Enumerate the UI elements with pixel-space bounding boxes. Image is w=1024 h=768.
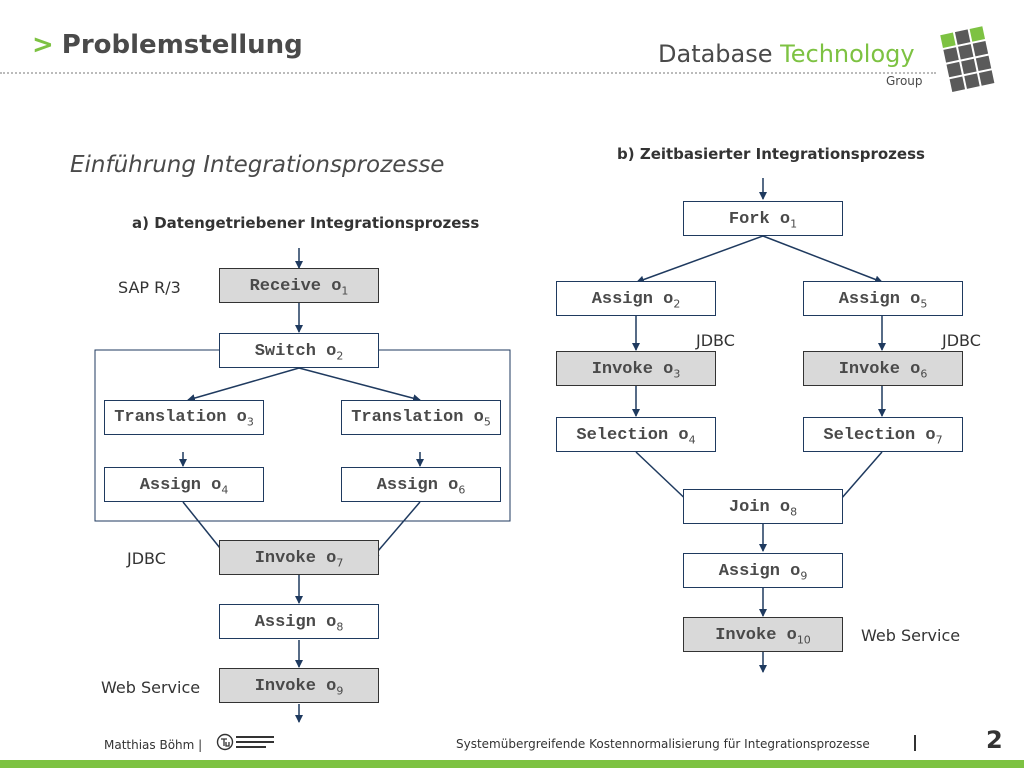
- node-subscript: 6: [920, 367, 928, 381]
- node-subscript: 10: [796, 633, 811, 647]
- logo-subtext: Group: [886, 74, 923, 88]
- node-label: Assign o: [838, 290, 921, 309]
- node-translation-o5: Translation o5: [341, 400, 501, 435]
- node-subscript: 8: [336, 620, 344, 634]
- node-assign-o8: Assign o8: [219, 604, 379, 639]
- node-subscript: 7: [336, 556, 344, 570]
- logo-word-technology: Technology: [780, 40, 915, 68]
- node-subscript: 4: [221, 483, 229, 497]
- node-subscript: 5: [920, 297, 928, 311]
- node-join-o8: Join o8: [683, 489, 843, 524]
- node-label: Assign o: [718, 562, 801, 581]
- header-divider: [0, 72, 936, 74]
- note-jdbc-b-right: JDBC: [942, 331, 981, 350]
- node-invoke-o7: Invoke o7: [219, 540, 379, 575]
- node-label: Selection o: [823, 426, 936, 445]
- footer-author: Matthias Böhm |: [104, 738, 203, 752]
- logo-word-database: Database: [658, 40, 773, 68]
- node-subscript: 2: [673, 297, 681, 311]
- node-selection-o4: Selection o4: [556, 417, 716, 452]
- node-label: Join o: [728, 498, 791, 517]
- node-label: Assign o: [139, 476, 222, 495]
- diagram-b-title: b) Zeitbasierter Integrationsprozess: [617, 145, 925, 163]
- tu-dresden-logo-icon: [216, 733, 274, 751]
- node-label: Assign o: [591, 290, 674, 309]
- node-invoke-o10: Invoke o10: [683, 617, 843, 652]
- logo-text: Database Technology: [658, 40, 915, 68]
- title-chevron-icon: >: [32, 30, 54, 60]
- arrow-switch-translation5: [298, 367, 421, 403]
- node-subscript: 3: [246, 415, 254, 429]
- node-label: Invoke o: [254, 677, 337, 696]
- note-webservice-b: Web Service: [861, 626, 961, 645]
- note-jdbc-b-left: JDBC: [696, 331, 735, 350]
- node-label: Fork o: [728, 210, 791, 229]
- node-assign-o4: Assign o4: [104, 467, 264, 502]
- node-subscript: 2: [336, 349, 344, 363]
- node-subscript: 1: [341, 284, 349, 298]
- node-subscript: 5: [483, 415, 491, 429]
- footer-talk-title: Systemübergreifende Kostennormalisierung…: [456, 737, 870, 751]
- arrow-switch-translation3: [187, 367, 300, 402]
- node-label: Assign o: [254, 613, 337, 632]
- footer-separator: [914, 735, 916, 751]
- node-subscript: 3: [673, 367, 681, 381]
- note-webservice-a: Web Service: [101, 678, 201, 697]
- slide-subtitle: Einführung Integrationsprozesse: [70, 152, 445, 178]
- arrow-fork-assign2: [636, 235, 764, 284]
- node-assign-o6: Assign o6: [341, 467, 501, 502]
- node-subscript: 7: [935, 433, 943, 447]
- arrow-fork-assign5: [762, 235, 883, 284]
- node-invoke-o6: Invoke o6: [803, 351, 963, 386]
- node-receive-o1: Receive o1: [219, 268, 379, 303]
- dbtg-logo-icon: [940, 26, 995, 92]
- diagram-a-title: a) Datengetriebener Integrationsprozess: [132, 214, 480, 232]
- node-label: Invoke o: [715, 626, 797, 645]
- node-label: Selection o: [576, 426, 689, 445]
- arrow-assign6-invoke7: [371, 501, 421, 559]
- node-label: Invoke o: [838, 360, 921, 379]
- node-assign-o5: Assign o5: [803, 281, 963, 316]
- node-label: Translation o: [351, 408, 484, 427]
- node-fork-o1: Fork o1: [683, 201, 843, 236]
- node-invoke-o9: Invoke o9: [219, 668, 379, 703]
- node-subscript: 4: [688, 433, 696, 447]
- node-subscript: 9: [336, 684, 344, 698]
- page-number: 2: [986, 726, 1003, 754]
- node-assign-o9: Assign o9: [683, 553, 843, 588]
- note-jdbc-a: JDBC: [127, 549, 166, 568]
- slide-title: >Problemstellung: [32, 30, 303, 60]
- node-assign-o2: Assign o2: [556, 281, 716, 316]
- node-label: Invoke o: [254, 549, 337, 568]
- note-sap: SAP R/3: [118, 278, 181, 297]
- node-subscript: 6: [458, 483, 466, 497]
- bottom-accent-bar: [0, 760, 1024, 768]
- node-switch-o2: Switch o2: [219, 333, 379, 368]
- node-invoke-o3: Invoke o3: [556, 351, 716, 386]
- slide-title-text: Problemstellung: [61, 30, 303, 60]
- node-translation-o3: Translation o3: [104, 400, 264, 435]
- node-label: Invoke o: [591, 360, 674, 379]
- node-label: Receive o: [249, 277, 342, 296]
- node-subscript: 8: [790, 505, 798, 519]
- node-label: Switch o: [254, 342, 337, 361]
- node-subscript: 1: [790, 217, 798, 231]
- node-label: Translation o: [114, 408, 247, 427]
- node-selection-o7: Selection o7: [803, 417, 963, 452]
- node-subscript: 9: [800, 569, 808, 583]
- node-label: Assign o: [376, 476, 459, 495]
